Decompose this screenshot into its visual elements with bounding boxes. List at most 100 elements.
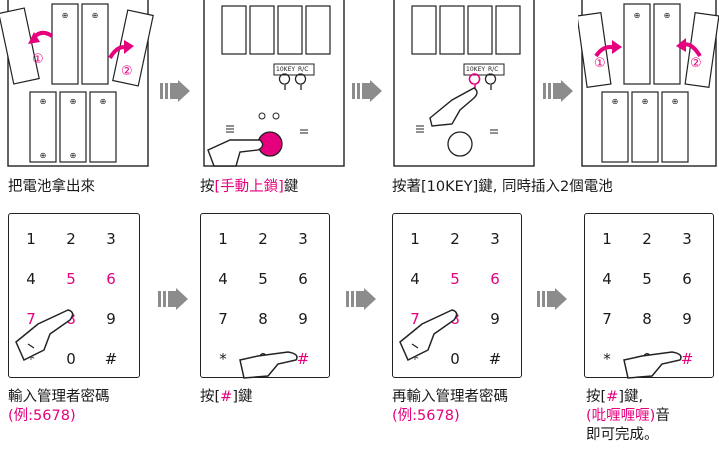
step2-caption: 按[手動上鎖]鍵 <box>200 178 298 197</box>
step7-caption: 再輸入管理者密碼 <box>392 389 508 405</box>
finger-pointer-icon <box>239 351 298 379</box>
step8-caption: 按[#]鍵, <box>586 388 643 407</box>
keypad-key[interactable]: 7 <box>410 310 420 328</box>
arrow-right-icon <box>160 80 190 102</box>
caption-text: 鍵 <box>283 179 299 195</box>
label-10key: 10KEY <box>276 66 296 73</box>
keypad-key[interactable]: 1 <box>602 230 612 248</box>
arrow-right-icon <box>352 80 382 102</box>
keypad-key[interactable]: 5 <box>642 270 652 288</box>
caption-highlight: # <box>220 389 233 405</box>
caption-text: 按 <box>200 179 215 195</box>
keypad-key[interactable]: 9 <box>682 310 692 328</box>
keypad-key[interactable]: 9 <box>298 310 308 328</box>
step3-caption: 按著[10KEY]鍵, 同時插入2個電池 <box>392 179 613 195</box>
circle-label-2: ② <box>121 64 133 79</box>
step3-hold-10key-illustration: 10KEY R/C <box>390 0 540 170</box>
caption-text: 按[ <box>200 389 221 405</box>
keypad-key[interactable]: 4 <box>602 270 612 288</box>
caption-highlight: [手動上鎖] <box>214 179 284 195</box>
keypad-key[interactable]: 4 <box>410 270 420 288</box>
svg-text:⊕: ⊕ <box>612 97 619 106</box>
arrow-right-icon <box>537 288 567 310</box>
keypad-key[interactable]: 0 <box>66 350 76 368</box>
keypad-key[interactable]: # <box>488 350 502 368</box>
caption-text: 按[ <box>586 389 607 405</box>
step4-battery-insert-illustration: ⊕ ⊕ ⊕ ⊕ ⊕ ① ② <box>578 0 719 170</box>
keypad-key[interactable]: * <box>411 350 419 368</box>
keypad-key[interactable]: 5 <box>258 270 268 288</box>
keypad-key[interactable]: 9 <box>490 310 500 328</box>
keypad-key[interactable]: 8 <box>642 310 652 328</box>
arrow-right-icon <box>543 80 573 102</box>
caption-text: ]鍵, <box>618 389 644 405</box>
label-rc: R/C <box>488 66 499 73</box>
keypad-key[interactable]: 1 <box>26 230 36 248</box>
caption-text: ]鍵 <box>232 389 253 405</box>
keypad-key[interactable]: 2 <box>258 230 268 248</box>
label-rc: R/C <box>298 66 309 73</box>
keypad-key[interactable]: 1 <box>410 230 420 248</box>
svg-text:⊕: ⊕ <box>62 11 69 20</box>
keypad-key[interactable]: 6 <box>298 270 308 288</box>
svg-text:⊕: ⊕ <box>40 151 47 160</box>
keypad-key[interactable]: * <box>603 350 611 368</box>
svg-text:⊕: ⊕ <box>642 97 649 106</box>
keypad-key[interactable]: 6 <box>682 270 692 288</box>
step1-caption: 把電池拿出來 <box>8 179 95 195</box>
arrow-right-icon <box>158 288 188 310</box>
finger-pointer-icon <box>399 309 458 362</box>
keypad-key[interactable]: 7 <box>26 310 36 328</box>
keypad-key[interactable]: 3 <box>490 230 500 248</box>
svg-text:⊕: ⊕ <box>664 11 671 20</box>
keypad-key[interactable]: 3 <box>298 230 308 248</box>
keypad-key[interactable]: 9 <box>106 310 116 328</box>
keypad-key[interactable]: 8 <box>258 310 268 328</box>
svg-text:⊕: ⊕ <box>40 97 47 106</box>
keypad-key[interactable]: 6 <box>106 270 116 288</box>
step5-example: (例:5678) <box>8 408 76 424</box>
keypad-key[interactable]: 2 <box>450 230 460 248</box>
arrow-right-icon <box>346 288 376 310</box>
keypad-key[interactable]: 5 <box>450 270 460 288</box>
step6-caption: 按[#]鍵 <box>200 388 253 407</box>
keypad-key[interactable]: * <box>27 350 35 368</box>
finger-pointer-icon <box>15 309 74 362</box>
keypad-key[interactable]: * <box>219 350 227 368</box>
svg-text:⊕: ⊕ <box>672 97 679 106</box>
circle-label-2: ② <box>690 56 702 71</box>
svg-text:⊕: ⊕ <box>92 11 99 20</box>
step2-manual-lock-illustration: 10KEY R/C <box>200 0 350 170</box>
keypad-key[interactable]: # <box>680 350 694 368</box>
svg-text:⊕: ⊕ <box>100 97 107 106</box>
svg-text:⊕: ⊕ <box>634 11 641 20</box>
keypad-key[interactable]: 2 <box>66 230 76 248</box>
step7-example: (例:5678) <box>392 408 460 424</box>
keypad-key[interactable]: 5 <box>66 270 76 288</box>
keypad-key[interactable]: 4 <box>26 270 36 288</box>
keypad-key[interactable]: # <box>296 350 310 368</box>
keypad-key[interactable]: 6 <box>490 270 500 288</box>
caption-highlight: # <box>606 389 619 405</box>
keypad-key[interactable]: 1 <box>218 230 228 248</box>
keypad-key[interactable]: 7 <box>218 310 228 328</box>
step1-battery-removal-illustration: ⊕ ⊕ ⊕ ⊕ ⊕ ⊕ ⊕ ① ② <box>0 0 155 170</box>
caption-text: 音 <box>655 408 670 424</box>
step8-caption-line3: 即可完成。 <box>586 427 659 443</box>
keypad-key[interactable]: 0 <box>450 350 460 368</box>
keypad-key[interactable]: 2 <box>642 230 652 248</box>
keypad-key[interactable]: 3 <box>682 230 692 248</box>
label-10key: 10KEY <box>466 66 486 73</box>
svg-text:⊕: ⊕ <box>70 151 77 160</box>
finger-pointer-icon <box>623 351 682 379</box>
keypad-key[interactable]: 3 <box>106 230 116 248</box>
circle-label-1: ① <box>594 56 606 71</box>
circle-label-1: ① <box>32 52 44 67</box>
keypad-key[interactable]: # <box>104 350 118 368</box>
caption-highlight: (吡喱喱喱) <box>586 408 656 424</box>
keypad-key[interactable]: 7 <box>602 310 612 328</box>
keypad-key[interactable]: 4 <box>218 270 228 288</box>
svg-text:⊕: ⊕ <box>70 97 77 106</box>
